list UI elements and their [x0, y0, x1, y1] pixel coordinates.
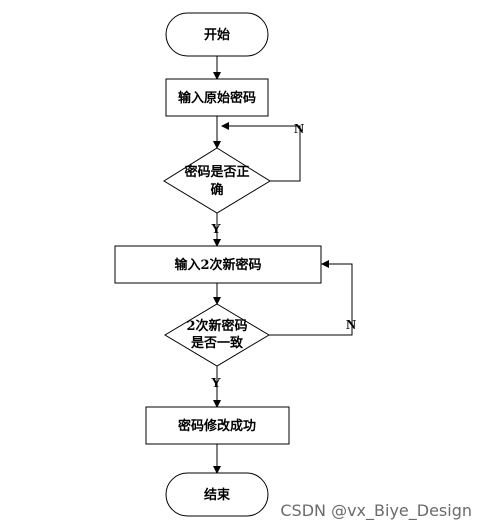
check-match-label-line1: 2次新密码	[186, 318, 247, 334]
check-password-diamond	[163, 147, 271, 214]
end-terminal	[165, 472, 269, 517]
input-original-password-label: 输入原始密码	[178, 90, 256, 106]
check-password-label-line2: 确	[210, 182, 223, 198]
input-original-password-box	[165, 78, 269, 117]
input-new-password-box	[114, 245, 322, 284]
loop-no-match	[269, 260, 353, 336]
check-password-label-line1: 密码是否正	[183, 164, 249, 180]
yes-label-2: Y	[211, 376, 221, 391]
check-match-label-line2: 是否一致	[190, 335, 244, 351]
no-label-1: N	[294, 122, 304, 137]
check-match-diamond	[164, 303, 270, 367]
no-label-2: N	[346, 318, 356, 333]
loop-no-password	[221, 122, 301, 182]
yes-label-1: Y	[211, 222, 221, 237]
start-label: 开始	[204, 27, 230, 43]
watermark: CSDN @vx_Biye_Design	[280, 501, 472, 520]
success-label: 密码修改成功	[177, 418, 256, 434]
input-new-password-label: 输入2次新密码	[174, 257, 261, 273]
end-label: 结束	[204, 487, 231, 503]
